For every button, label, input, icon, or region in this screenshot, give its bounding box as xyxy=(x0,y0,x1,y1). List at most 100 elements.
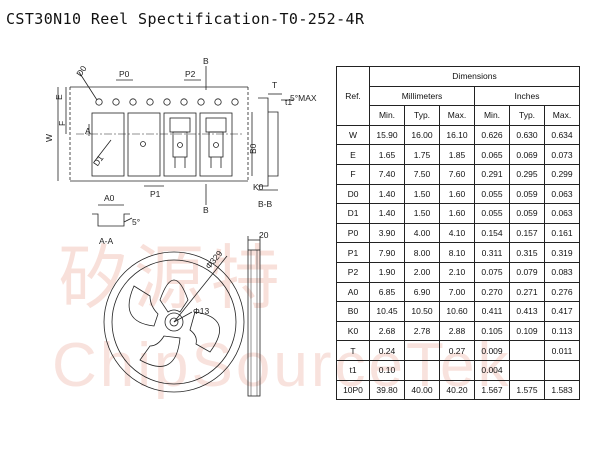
section-b-b-profile xyxy=(258,97,269,187)
pocket xyxy=(163,112,197,177)
table-cell-mm-typ: 1.50 xyxy=(404,183,440,205)
label-e: E xyxy=(54,94,64,100)
label-k0: K0 xyxy=(253,182,264,192)
header-in-typ: Typ. xyxy=(509,105,545,126)
table-cell-in-min: 0.055 xyxy=(474,183,510,205)
sprocket-hole xyxy=(231,98,239,106)
sprocket-hole xyxy=(214,98,222,106)
reel-window xyxy=(159,279,189,313)
table-cell-mm-min: 10.45 xyxy=(369,301,405,322)
table-cell-in-max: 0.417 xyxy=(544,301,580,322)
table-cell-in-max xyxy=(544,359,580,381)
header-in-min: Min. xyxy=(474,105,510,126)
dia-13-leader xyxy=(173,311,193,323)
pocket-hole xyxy=(140,141,146,147)
section-b-b-view xyxy=(251,93,294,191)
sprocket-hole xyxy=(197,98,205,106)
reel-arbor-hole xyxy=(169,317,179,327)
label-f: F xyxy=(57,121,67,126)
reel-side-view xyxy=(247,236,261,397)
table-cell-ref: P1 xyxy=(336,242,370,263)
table-cell-in-max: 0.299 xyxy=(544,163,580,185)
reel-hub xyxy=(164,312,184,332)
table-cell-in-typ: 0.069 xyxy=(509,144,545,165)
table-cell-mm-min: 7.40 xyxy=(369,163,405,185)
table-cell-ref: T xyxy=(336,340,370,361)
table-cell-mm-max: 1.60 xyxy=(439,203,475,224)
sprocket-hole xyxy=(180,98,188,106)
reel-window xyxy=(128,285,159,327)
table-cell-mm-min: 0.24 xyxy=(369,340,405,361)
dimensions-table: Ref. Dimensions Millimeters Inches Min. … xyxy=(336,66,580,401)
table-cell-mm-max: 7.60 xyxy=(439,163,475,185)
label-w: W xyxy=(44,134,54,142)
table-cell-in-min: 0.411 xyxy=(474,301,510,322)
label-b0: B0 xyxy=(248,143,258,154)
tape-reel-drawing: D0 P0 P2 B E F W A D1 P1 B T t1 5°MAX B0… xyxy=(44,56,317,397)
dia-329-leader xyxy=(173,255,228,323)
table-cell-mm-min: 2.68 xyxy=(369,320,405,342)
table-cell-in-max: 0.063 xyxy=(544,203,580,224)
label-a: A xyxy=(85,126,91,136)
table-cell-mm-min: 1.40 xyxy=(369,183,405,205)
table-cell-mm-typ: 8.00 xyxy=(404,242,440,263)
sprocket-hole xyxy=(146,98,154,106)
component-outline xyxy=(205,117,227,168)
table-cell-in-max: 1.583 xyxy=(544,379,580,401)
reel-window xyxy=(139,335,181,367)
table-cell-mm-typ: 2.78 xyxy=(404,320,440,342)
table-cell-in-min: 0.626 xyxy=(474,124,510,146)
table-cell-in-typ: 1.575 xyxy=(509,379,545,401)
table-cell-mm-typ: 7.50 xyxy=(404,163,440,185)
reel-inner-rim xyxy=(111,259,237,385)
table-cell-mm-typ: 1.50 xyxy=(404,203,440,224)
table-cell-mm-max: 10.60 xyxy=(439,301,475,322)
section-a-a-profile xyxy=(92,213,130,227)
d0-leader xyxy=(78,71,98,101)
label-d0: D0 xyxy=(74,63,89,78)
table-cell-in-min: 0.154 xyxy=(474,222,510,244)
table-cell-in-typ: 0.109 xyxy=(509,320,545,342)
label-t1: t1 xyxy=(285,97,292,107)
header-mm-min: Min. xyxy=(369,105,405,126)
table-cell-ref: F xyxy=(336,163,370,185)
table-cell-in-max: 0.161 xyxy=(544,222,580,244)
table-cell-mm-max: 1.85 xyxy=(439,144,475,165)
reel-outer-rim xyxy=(103,251,245,393)
table-cell-in-typ xyxy=(509,359,545,381)
table-cell-in-typ: 0.079 xyxy=(509,261,545,283)
label-t: T xyxy=(272,80,277,90)
label-dia-329: Φ329 xyxy=(203,248,224,271)
label-d1: D1 xyxy=(91,153,106,168)
section-b-b-pocket xyxy=(268,111,279,177)
table-cell-in-min: 0.291 xyxy=(474,163,510,185)
table-cell-in-min: 0.009 xyxy=(474,340,510,361)
table-cell-ref: D0 xyxy=(336,183,370,205)
sprocket-hole xyxy=(129,98,137,106)
label-dia-13: Φ13 xyxy=(193,306,210,316)
table-cell-mm-min: 3.90 xyxy=(369,222,405,244)
header-mm-max: Max. xyxy=(439,105,475,126)
angle-leader-a xyxy=(123,217,133,223)
reel-window xyxy=(189,311,220,353)
table-cell-in-max: 0.063 xyxy=(544,183,580,205)
component-outline xyxy=(169,117,191,168)
table-cell-mm-max: 16.10 xyxy=(439,124,475,146)
label-width-20: 20 xyxy=(259,230,269,240)
table-cell-in-min: 0.004 xyxy=(474,359,510,381)
table-cell-mm-max: 40.20 xyxy=(439,379,475,401)
table-cell-in-typ xyxy=(509,340,545,361)
d1-leader xyxy=(93,139,112,163)
label-angle: 5° xyxy=(132,217,140,227)
table-cell-mm-max: 2.88 xyxy=(439,320,475,342)
table-cell-mm-typ: 6.90 xyxy=(404,281,440,303)
table-cell-mm-typ: 10.50 xyxy=(404,301,440,322)
table-cell-ref: D1 xyxy=(336,203,370,224)
